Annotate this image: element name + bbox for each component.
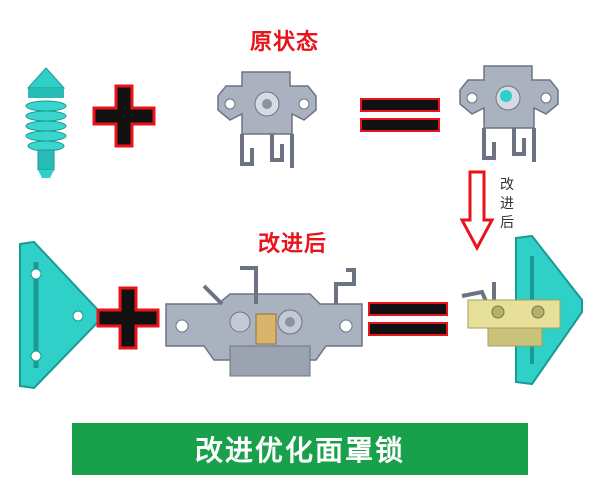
original-bracket-icon	[217, 71, 317, 168]
side-label-char: 后	[500, 215, 514, 231]
teal-plate-icon	[19, 240, 99, 390]
equals-icon	[360, 98, 440, 132]
assembled-bracket-icon	[459, 65, 559, 162]
side-label-char: 改	[500, 177, 514, 193]
title-original-state: 原状态	[250, 30, 320, 55]
bottom-title-bar: 改进优化面罩锁	[72, 423, 528, 475]
assembled-latch-icon	[461, 234, 583, 386]
side-label-improved: 改 进 后	[496, 176, 518, 233]
plus-icon	[96, 286, 160, 350]
equals-icon	[368, 302, 448, 336]
improved-latch-icon	[165, 266, 363, 377]
down-arrow-icon	[459, 170, 495, 252]
side-label-char: 进	[500, 196, 514, 212]
bottom-title-text: 改进优化面罩锁	[194, 434, 405, 467]
title-improved: 改进后	[258, 232, 328, 257]
teal-clip-icon	[25, 67, 67, 178]
plus-icon	[92, 84, 156, 148]
